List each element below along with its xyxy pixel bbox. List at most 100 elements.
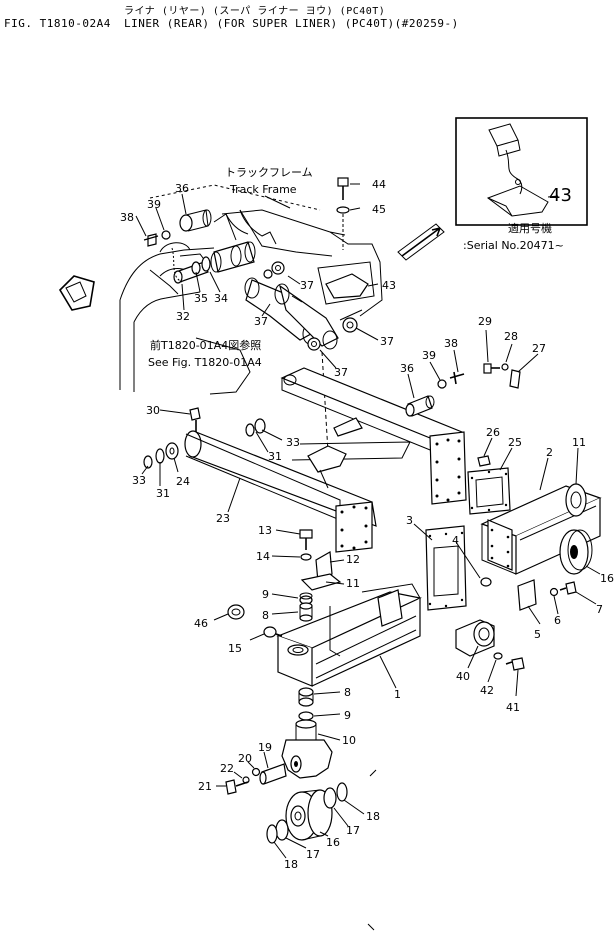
- callout-33a: 33: [286, 436, 300, 449]
- callout-36b: 36: [400, 362, 414, 375]
- callout-37c: 37: [380, 335, 394, 348]
- callout-38a: 38: [120, 211, 134, 224]
- washer-14: [300, 553, 312, 561]
- track-frame-label: Track Frame: [229, 183, 297, 196]
- callout-14: 14: [256, 550, 270, 563]
- callout-34: 34: [214, 292, 228, 305]
- grease-fitting-30: [189, 407, 201, 432]
- callout-11a: 11: [572, 436, 586, 449]
- clamp-12: [300, 551, 342, 591]
- callout-20: 20: [238, 752, 252, 765]
- callout-37b: 37: [254, 315, 268, 328]
- callout-26: 26: [486, 426, 500, 439]
- callout-16a: 16: [600, 572, 614, 585]
- bolt-21: [225, 779, 249, 795]
- callout-16b: 16: [326, 836, 340, 849]
- callout-39a: 39: [147, 198, 161, 211]
- grease-fitting-15: [263, 626, 283, 638]
- callout-42: 42: [480, 684, 494, 697]
- callout-8a: 8: [262, 609, 269, 622]
- part-4: [480, 577, 492, 587]
- seal-17b: [275, 819, 289, 841]
- upper-pin-assembly: [143, 209, 256, 284]
- callout-40: 40: [456, 670, 470, 683]
- track-frame-outline: [119, 184, 383, 395]
- plate-25: [467, 467, 511, 515]
- callout-17a: 17: [346, 824, 360, 837]
- part-5: [517, 579, 537, 611]
- callout-43: 43: [382, 279, 396, 292]
- spring-9b: [298, 711, 314, 721]
- callout-13: 13: [258, 524, 272, 537]
- bushing-46: [227, 604, 245, 620]
- callout-19: 19: [258, 741, 272, 754]
- inset-part-number: 43: [549, 185, 572, 206]
- callout-37a: 37: [300, 279, 314, 292]
- callout-33b: 33: [132, 474, 146, 487]
- bracket-40: [455, 619, 495, 657]
- callout-46: 46: [194, 617, 208, 630]
- callout-27: 27: [532, 342, 546, 355]
- callout-4: 4: [452, 534, 459, 547]
- bolt-44: [336, 177, 350, 250]
- callout-15: 15: [228, 642, 242, 655]
- ring-18b: [266, 824, 278, 844]
- callout-12: 12: [346, 553, 360, 566]
- callout-1: 1: [394, 688, 401, 701]
- callout-36a: 36: [175, 182, 189, 195]
- leader-lines: [135, 183, 601, 859]
- serial-number-label: :Serial No.20471~: [463, 239, 564, 252]
- washer-6: [549, 587, 559, 597]
- page-title: LINER (REAR) (FOR SUPER LINER) (PC40T)(#…: [124, 17, 459, 30]
- callout-35: 35: [194, 292, 208, 305]
- callout-39b: 39: [422, 349, 436, 362]
- callout-8b: 8: [344, 686, 351, 699]
- callout-25: 25: [508, 436, 522, 449]
- callout-29: 29: [478, 315, 492, 328]
- callout-11b: 11: [346, 577, 360, 590]
- callout-3: 3: [406, 514, 413, 527]
- plug-8b: [298, 687, 314, 707]
- callout-10: 10: [342, 734, 356, 747]
- liner-43: [317, 261, 375, 305]
- callout-22: 22: [220, 762, 234, 775]
- callout-21: 21: [198, 780, 212, 793]
- inset-detail: 43 適用号機 :Serial No.20471~: [455, 117, 588, 252]
- callout-37d: 37: [334, 366, 348, 379]
- callout-31b: 31: [156, 487, 170, 500]
- callout-24: 24: [176, 475, 190, 488]
- ring-18a: [336, 782, 348, 802]
- callout-41: 41: [506, 701, 520, 714]
- see-figure-label: See Fig. T1820-01A4: [148, 356, 262, 369]
- callout-18b: 18: [284, 858, 298, 871]
- bolt-41: [505, 657, 525, 671]
- callout-31a: 31: [268, 450, 282, 463]
- link-arms-37: [244, 261, 358, 453]
- callout-2: 2: [546, 446, 553, 459]
- see-figure-label-jp: 前T1820-01A4図参照: [150, 338, 261, 352]
- callout-30: 30: [146, 404, 160, 417]
- inset-arrow: [401, 227, 441, 257]
- callout-17b: 17: [306, 848, 320, 861]
- callout-9a: 9: [262, 588, 269, 601]
- callout-7: 7: [596, 603, 603, 616]
- part-26: [477, 455, 491, 467]
- callout-44: 44: [372, 178, 386, 191]
- pin-19: [259, 763, 287, 785]
- bolt-13: [299, 529, 313, 550]
- serial-label-jp: 適用号機: [508, 221, 552, 235]
- callout-23: 23: [216, 512, 230, 525]
- callout-45: 45: [372, 203, 386, 216]
- spacers-left: [143, 418, 266, 469]
- callout-32: 32: [176, 310, 190, 323]
- cross-frame: [184, 367, 467, 553]
- plate-3: [425, 525, 467, 611]
- track-frame-label-jp: トラックフレーム: [225, 166, 313, 179]
- callout-18a: 18: [366, 810, 380, 823]
- bolt-7: [559, 581, 577, 595]
- callout-5: 5: [534, 628, 541, 641]
- callout-28: 28: [504, 330, 518, 343]
- front-arrow-icon: [58, 275, 95, 311]
- callout-numbers: 36 39 38 44 45 43 37 37 37 37 35 34 32 2…: [120, 178, 614, 871]
